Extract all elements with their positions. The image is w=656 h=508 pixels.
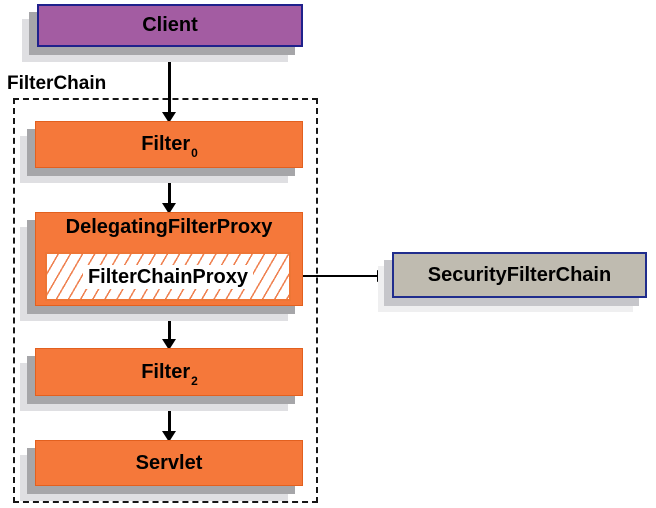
arrow-filter0-delegatingfilterproxy — [161, 166, 177, 214]
node-filter0-subscript: 0 — [191, 146, 198, 160]
arrowhead-down-icon — [162, 203, 176, 214]
filterchain-group-label: FilterChain — [7, 73, 107, 94]
arrow-line — [167, 58, 171, 112]
arrow-line — [167, 405, 171, 431]
node-servlet: Servlet — [35, 440, 303, 486]
arrowhead-down-icon — [162, 431, 176, 442]
arrowhead-down-icon — [162, 339, 176, 350]
node-filter2-subscript: 2 — [191, 373, 198, 388]
node-filter-chain-proxy-label: FilterChainProxy — [82, 264, 254, 289]
node-filter0-text: Filter — [141, 133, 191, 155]
arrow-line — [167, 315, 171, 339]
node-filter2-text: Filter — [141, 360, 191, 383]
node-client: Client — [37, 4, 303, 47]
node-security-filter-chain: SecurityFilterChain — [392, 252, 647, 298]
arrow-line — [167, 177, 171, 203]
node-filter0: Filter0 — [35, 121, 303, 168]
arrowhead-up-icon — [162, 394, 176, 405]
filterchain-group-border — [13, 98, 318, 503]
node-filter2: Filter2 — [35, 348, 303, 396]
node-filter2-label: Filter2 — [141, 360, 198, 387]
arrowhead-up-icon — [162, 47, 176, 58]
arrowhead-up-icon — [162, 304, 176, 315]
arrow-filterchainproxy-securityfilterchain — [303, 268, 392, 284]
node-servlet-label: Servlet — [135, 451, 203, 474]
node-client-label: Client — [142, 14, 198, 36]
node-filter0-label: Filter0 — [141, 133, 198, 159]
arrowhead-up-icon — [162, 166, 176, 177]
node-delegating-filter-proxy: DelegatingFilterProxy FilterChainProxy — [35, 212, 303, 306]
arrowhead-right-icon — [377, 270, 392, 282]
arrow-line — [303, 275, 377, 277]
arrow-filter2-servlet — [161, 394, 177, 442]
node-filter-chain-proxy: FilterChainProxy — [45, 252, 291, 301]
node-security-filter-chain-label: SecurityFilterChain — [427, 263, 612, 286]
arrow-delegatingfilterproxy-filter2 — [161, 304, 177, 350]
arrow-client-filter0 — [161, 47, 177, 123]
arrowhead-down-icon — [162, 112, 176, 123]
node-delegating-filter-proxy-label: DelegatingFilterProxy — [65, 216, 273, 238]
